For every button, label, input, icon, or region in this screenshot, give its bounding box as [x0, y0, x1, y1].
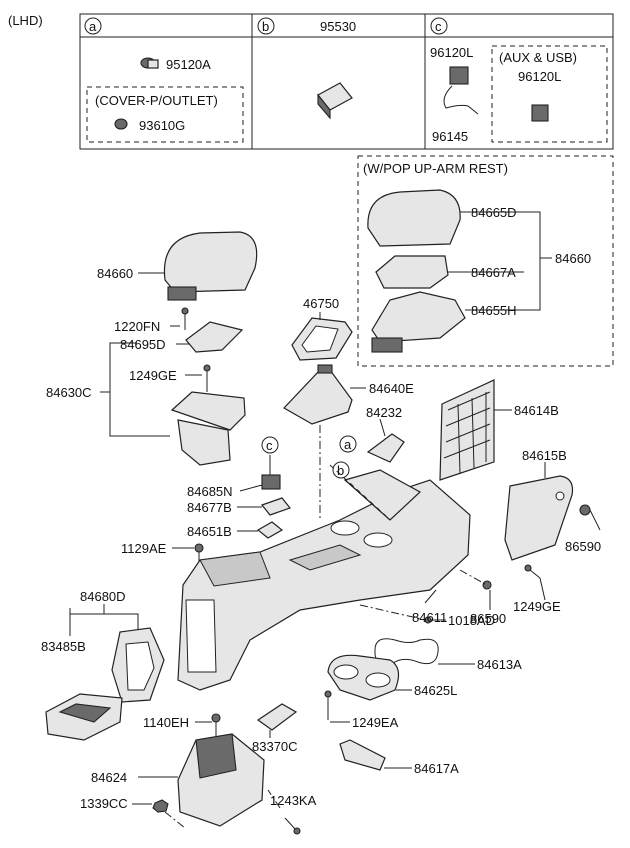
- mat-84677B: [261, 497, 291, 516]
- nut-1339CC: [152, 799, 169, 813]
- badge-b-header: b: [262, 19, 270, 34]
- part-1339CC: 1339CC: [80, 796, 128, 811]
- part-1249GE-a: 1249GE: [129, 368, 177, 383]
- part-95120A: 95120A: [166, 57, 211, 72]
- aux-usb-box: [491, 45, 608, 143]
- part-83485B: 83485B: [41, 639, 86, 654]
- part-1018AD: 1018AD: [448, 613, 495, 628]
- shift-boot-84640E: [283, 364, 353, 425]
- part-83370C: 83370C: [252, 739, 298, 754]
- part-1220FN: 1220FN: [114, 319, 161, 334]
- part-96145: 96145: [432, 129, 469, 144]
- part-84660: 84660: [97, 266, 134, 281]
- jack-96120L-aux: [531, 104, 549, 122]
- part-84617A: 84617A: [414, 761, 459, 776]
- part-84665D: 84665D: [471, 205, 517, 220]
- cover-outlet-box: [86, 86, 244, 143]
- part-84660-popup: 84660: [555, 251, 592, 266]
- shift-trim-46750: [291, 317, 353, 361]
- part-86590-right: 86590: [565, 539, 602, 554]
- armrest-84660: [163, 231, 258, 301]
- armrest-pad-84667A: [375, 255, 449, 289]
- part-1140EH: 1140EH: [143, 715, 190, 730]
- usb-84685N: [261, 474, 281, 490]
- mat-84695D: [185, 321, 244, 353]
- popup-armrest-title: (W/POP UP-ARM REST): [363, 161, 508, 176]
- bracket-84624: [177, 733, 265, 827]
- part-84667A: 84667A: [471, 265, 516, 280]
- part-84651B: 84651B: [187, 524, 232, 539]
- cupholder-84625L: [327, 654, 400, 701]
- part-84655H: 84655H: [471, 303, 517, 318]
- armrest-base-84655H: [371, 291, 466, 353]
- bracket-83370C: [256, 703, 298, 731]
- part-84615B: 84615B: [522, 448, 567, 463]
- aux-usb-title: (AUX & USB): [499, 50, 578, 65]
- trim-84232: [366, 433, 405, 463]
- part-84625L: 84625L: [414, 683, 458, 698]
- storage-box-84630C: [170, 391, 246, 466]
- plug-95120A: [140, 57, 159, 69]
- part-84611: 84611: [412, 610, 448, 625]
- part-84680D: 84680D: [80, 589, 126, 604]
- variant-label: (LHD): [8, 13, 43, 28]
- part-1249GE-b: 1249GE: [513, 599, 561, 614]
- part-84232: 84232: [366, 405, 403, 420]
- part-1129AE: 1129AE: [121, 541, 167, 556]
- part-86590-mid: 86590: [470, 611, 507, 626]
- part-1243KA: 1243KA: [270, 793, 317, 808]
- part-84695D: 84695D: [120, 337, 166, 352]
- pad-84651B: [256, 521, 284, 539]
- outlet-95530: [317, 82, 353, 120]
- part-84624: 84624: [91, 770, 128, 785]
- clip-86590-right: [579, 504, 591, 516]
- part-95530: 95530: [320, 19, 357, 34]
- reference-table-frame: [79, 13, 614, 150]
- part-84630C: 84630C: [46, 385, 92, 400]
- frame-83485B: [111, 627, 165, 703]
- part-84613A: 84613A: [477, 657, 522, 672]
- side-panel-84614B: [439, 379, 495, 481]
- part-84614B: 84614B: [514, 403, 559, 418]
- cover-outlet-title: (COVER-P/OUTLET): [95, 93, 218, 108]
- callout-badge-c: c: [266, 438, 273, 453]
- part-1249EA: 1249EA: [352, 715, 399, 730]
- badge-a-header: a: [89, 19, 97, 34]
- cap-93610G: [114, 118, 128, 130]
- part-96120L-aux: 96120L: [518, 69, 562, 84]
- part-84685N: 84685N: [187, 484, 233, 499]
- part-84677B: 84677B: [187, 500, 232, 515]
- badge-c-header: c: [435, 19, 442, 34]
- callout-badge-b: b: [337, 463, 345, 478]
- part-84640E: 84640E: [369, 381, 414, 396]
- console-body-84611: [177, 469, 471, 691]
- side-cover-84615B: [504, 475, 574, 561]
- switch-block: [45, 693, 123, 741]
- armrest-lid-84665D: [367, 189, 461, 247]
- part-46750: 46750: [303, 296, 340, 311]
- part-93610G: 93610G: [139, 118, 186, 133]
- jack-96120L: [449, 66, 469, 85]
- callout-badge-a: a: [344, 437, 352, 452]
- popup-armrest-box: [357, 155, 614, 367]
- part-96120L: 96120L: [430, 45, 474, 60]
- bracket-84617A: [339, 739, 386, 771]
- clip-86590-mid: [482, 580, 492, 590]
